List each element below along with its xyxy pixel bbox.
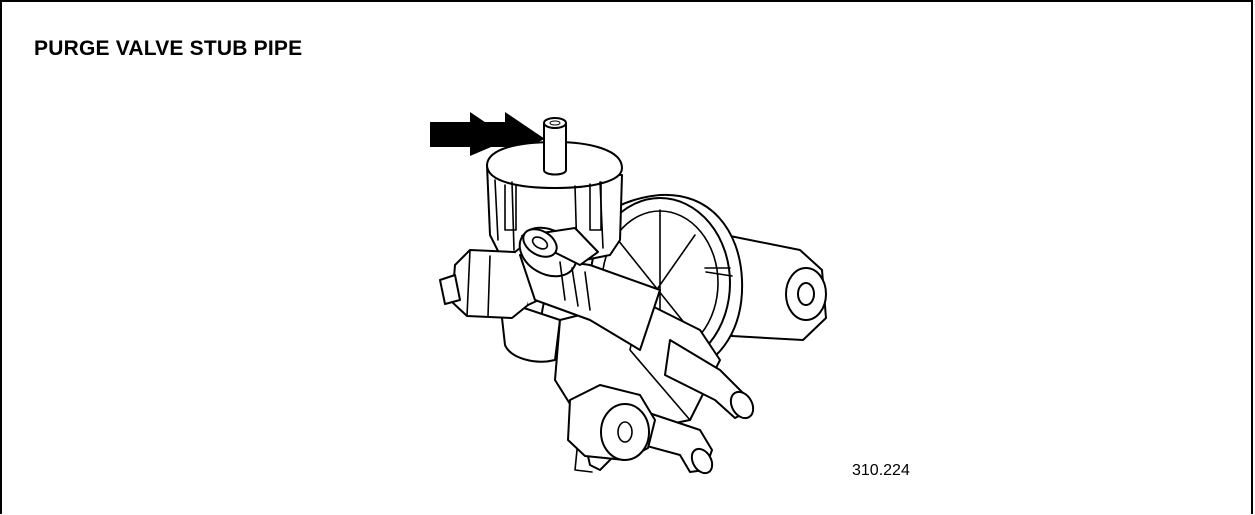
- knurled-cap: [518, 226, 661, 351]
- bottom-round-port: [567, 384, 656, 461]
- lower-right-pipe: [664, 339, 755, 420]
- figure-title: PURGE VALVE STUB PIPE: [34, 37, 303, 60]
- figure-reference-number: 310.224: [852, 462, 910, 479]
